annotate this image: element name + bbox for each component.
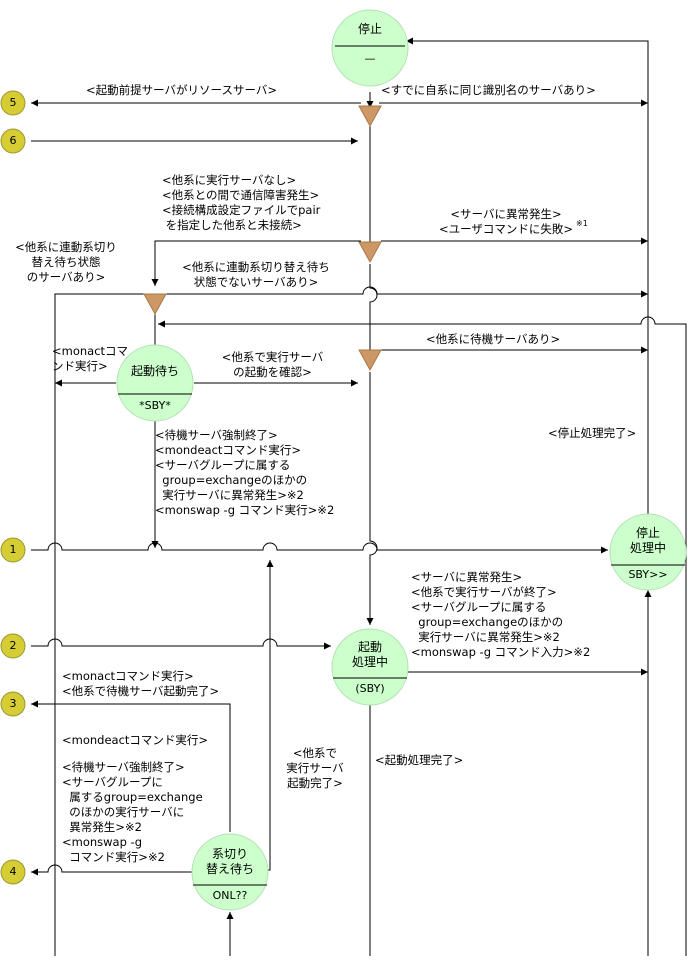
loop-to-waiting-line: [158, 316, 687, 956]
label-no-exec-others: <他系に実行サーバなし> <他系との間で通信障害発生> <接続構成設定ファイルで…: [162, 173, 321, 232]
label-linked-wait-exists: <他系に連動系切り 替え待ち状態 のサーバあり>: [15, 240, 117, 284]
label-monact-left: <monactコマ ンド実行>: [52, 344, 129, 373]
label-monact-standby-done: <monactコマンド実行> <他系で待機サーバ起動完了>: [62, 669, 220, 698]
to-connector-4: [31, 864, 194, 876]
label-standby-other: <他系に待機サーバあり>: [426, 332, 561, 346]
label-note1: ※1: [576, 219, 588, 228]
state-stopping-name: 停止 処理中: [629, 526, 666, 555]
label-prereq-resource: <起動前提サーバがリソースサーバ>: [86, 83, 277, 97]
connector-6-circle: [0, 128, 26, 154]
from-connector-1: [31, 542, 608, 554]
switch-up: [248, 560, 274, 871]
junction-2: [358, 241, 382, 264]
state-stop-sub: —: [364, 52, 376, 65]
label-linked-wait-not: <他系に連動系切り替え待ち 状態でないサーバあり>: [182, 260, 330, 289]
label-exec-confirm: <他系で実行サーバ の起動を確認>: [221, 350, 324, 379]
label-stop-complete: <停止処理完了>: [548, 426, 637, 440]
connector-5-label: 5: [9, 96, 17, 109]
connector-2-circle: [0, 633, 26, 659]
to-junction-3: [151, 240, 361, 286]
state-starting-sub: (SBY): [355, 682, 385, 695]
state-starting-circle: [331, 628, 409, 706]
junction-1: [358, 105, 382, 128]
connector-2-label: 2: [9, 639, 17, 652]
label-same-id: <すでに自系に同じ識別名のサーバあり>: [381, 83, 596, 97]
connector-4-label: 4: [9, 865, 17, 878]
connector-5-circle: [0, 90, 26, 116]
label-start-complete: <起動処理完了>: [375, 753, 464, 767]
label-starting-out: <サーバに異常発生> <他系で実行サーバが終了> <サーバグループに属する gr…: [411, 570, 591, 659]
state-switch-sub: ONL??: [212, 889, 248, 902]
state-stopping-circle: [609, 513, 687, 591]
to-connector-3: [31, 700, 231, 832]
connector-3-circle: [0, 691, 26, 717]
connector-4-circle: [0, 859, 26, 885]
label-force-end-block: <待機サーバ強制終了> <mondeactコマンド実行> <サーバグループに属す…: [155, 428, 335, 517]
connector-6-label: 6: [9, 134, 17, 147]
connector-circles: [0, 90, 26, 885]
label-mondeact-exec: <mondeactコマンド実行>: [62, 733, 209, 747]
spine-3: [366, 372, 378, 625]
label-force-end-block2: <待機サーバ強制終了> <サーバグループに 属するgroup=exchange …: [62, 760, 203, 864]
connector-1-label: 1: [9, 543, 17, 556]
state-waiting-circle: [116, 344, 194, 422]
return-to-stop-line: [406, 37, 649, 956]
row-294-left: [54, 293, 145, 956]
label-exec-start-done-other: <他系で 実行サーバ 起動完了>: [286, 746, 344, 790]
junctions: [143, 105, 382, 372]
label-server-error-cmd-fail: <サーバに異常発生> <ユーザコマンドに失敗>: [438, 207, 574, 236]
state-waiting-name: 起動待ち: [130, 364, 179, 378]
state-switch-name: 系切り 替え待ち: [205, 847, 254, 876]
connector-3-label: 3: [9, 697, 17, 710]
spine-2: [369, 264, 378, 351]
state-stop-name: 停止: [357, 22, 382, 36]
row-294-right: [161, 286, 648, 298]
state-stop-circle: [331, 9, 409, 87]
connector-1-circle: [0, 537, 26, 563]
junction-4: [358, 349, 382, 372]
from-connector-2: [31, 638, 331, 650]
state-stopping-sub: SBY>>: [628, 568, 668, 581]
state-switch-circle: [191, 833, 269, 911]
transition-lines: [31, 37, 687, 956]
state-starting-name: 起動 処理中: [351, 640, 388, 669]
state-circles: [116, 9, 687, 911]
state-waiting-sub: *SBY*: [139, 399, 171, 412]
junction-3: [143, 293, 167, 316]
